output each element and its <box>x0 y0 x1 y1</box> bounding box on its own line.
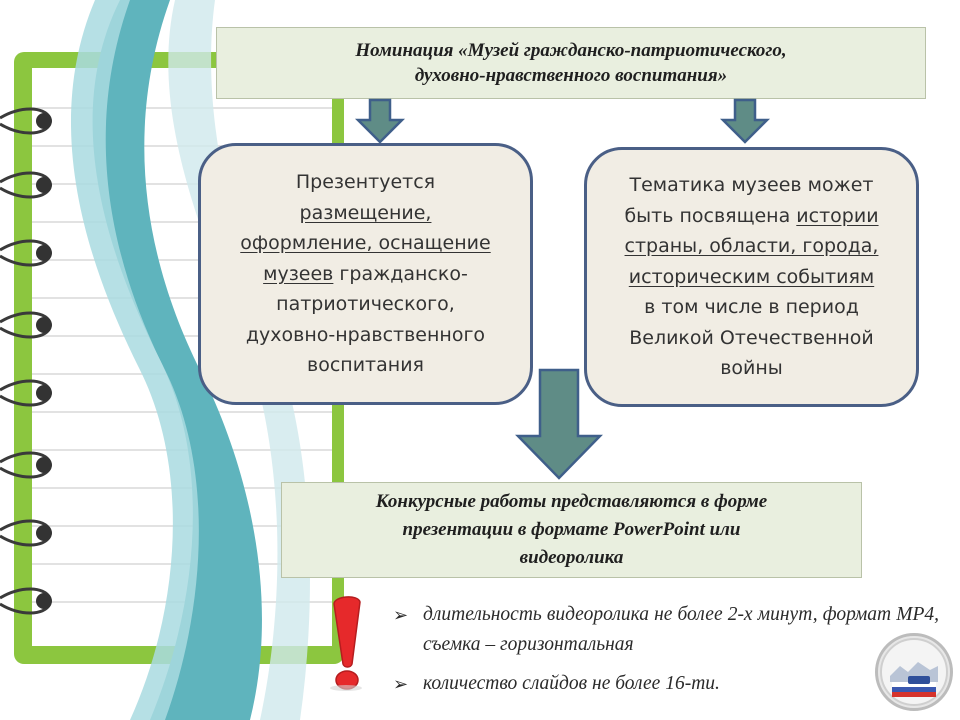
bottom-box-line-2: презентации в формате PowerPoint или <box>402 519 741 540</box>
ribbon-dark <box>92 0 262 720</box>
right-box-line-6: Великой Отечественной <box>629 326 874 349</box>
spiral-ring-icon <box>0 107 52 615</box>
right-box-line-2-plain: быть посвящена <box>624 204 797 227</box>
left-box-line-6: духовно-нравственного <box>245 323 486 346</box>
right-box-line-4: историческим событиям <box>628 265 875 288</box>
nomination-title-line-1: Номинация «Музей гражданско-патриотическ… <box>355 40 787 61</box>
right-box-line-3: страны, области, города, <box>624 235 879 258</box>
bullet-arrow-icon: ➢ <box>393 605 409 625</box>
right-box-line-7: войны <box>720 357 783 380</box>
nomination-title-line-2: духовно-нравственного воспитания» <box>414 65 728 86</box>
list-item: ➢ длительность видеоролика не более 2-х … <box>393 600 939 660</box>
down-arrow-icon-center <box>515 368 603 480</box>
presentation-scope-box: Презентуется размещение, оформление, осн… <box>198 143 533 405</box>
museum-themes-box: Тематика музеев может быть посвящена ист… <box>584 147 919 407</box>
bullet-text-video-duration: длительность видеоролика не более 2-х ми… <box>423 604 939 655</box>
down-arrow-icon-right <box>719 98 771 144</box>
ribbon-light <box>70 0 199 720</box>
right-box-line-5: в том числе в период <box>644 296 859 319</box>
requirements-list: ➢ длительность видеоролика не более 2-х … <box>393 600 939 708</box>
submission-format-box: Конкурсные работы представляются в форме… <box>281 482 862 578</box>
left-box-line-4-rest: гражданско- <box>333 262 468 285</box>
bottom-box-line-3: видеоролика <box>519 547 624 568</box>
left-box-line-3: оформление, оснащение <box>240 232 491 255</box>
right-box-line-1: Тематика музеев может <box>629 174 874 197</box>
list-item: ➢ количество слайдов не более 16-ти. <box>393 669 939 699</box>
bullet-arrow-icon: ➢ <box>393 674 409 694</box>
left-box-line-1: Презентуется <box>295 171 436 194</box>
down-arrow-icon-left <box>354 98 406 144</box>
left-box-line-4-underlined: музеев <box>263 262 334 285</box>
left-box-line-5: патриотического, <box>276 293 455 316</box>
left-box-line-2: размещение, <box>299 201 432 224</box>
left-box-line-7: воспитания <box>307 354 424 377</box>
bottom-box-line-1: Конкурсные работы представляются в форме <box>375 491 768 512</box>
nomination-title-box: Номинация «Музей гражданско-патриотическ… <box>216 27 926 99</box>
bullet-text-slide-count: количество слайдов не более 16-ти. <box>423 673 720 694</box>
right-box-line-2-underlined: истории <box>796 204 879 227</box>
logo-icon <box>875 633 953 711</box>
